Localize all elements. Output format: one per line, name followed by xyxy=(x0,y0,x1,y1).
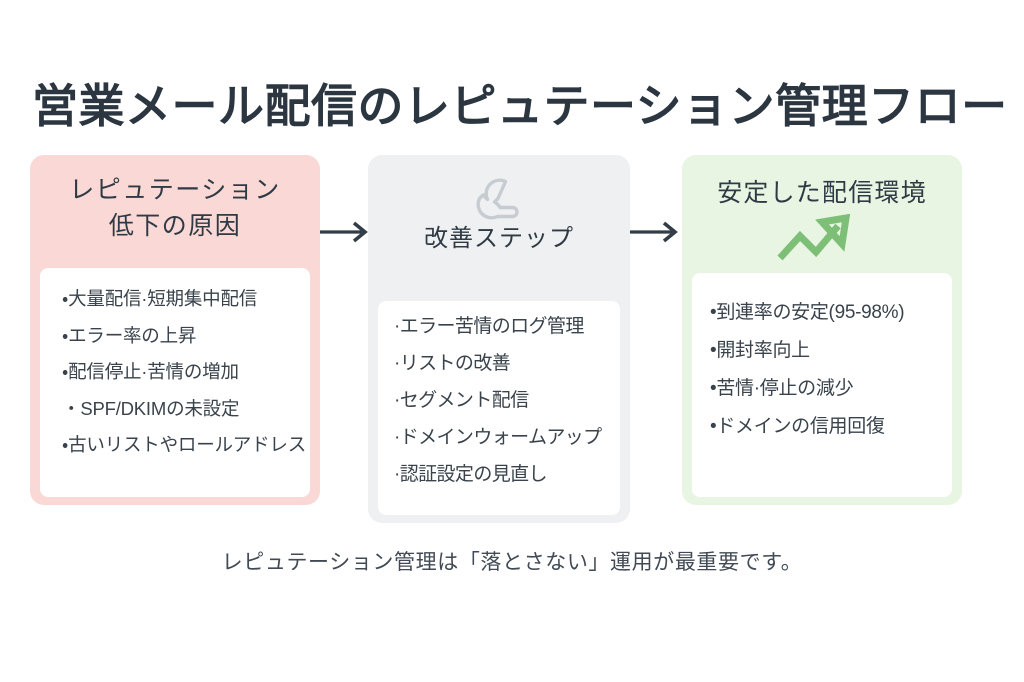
card-results-list: 到連率の安定(95-98%) 開封率向上 苦情·停止の減少 ドメインの信用回復 xyxy=(710,303,952,436)
wrench-icon xyxy=(476,178,519,220)
list-item: セグメント配信 xyxy=(394,391,620,410)
card-steps: 改善ステップ エラー苦情のログ管理 リストの改善 セグメント配信 ドメインウォー… xyxy=(368,155,630,523)
list-item: 配信停止·苦情の増加 xyxy=(62,362,310,382)
flow-diagram: レピュテーション 低下の原因 大量配信·短期集中配信 エラー率の上昇 配信停止·… xyxy=(0,150,1024,530)
card-steps-heading: 改善ステップ xyxy=(368,217,630,254)
list-item: ドメインウォームアップ xyxy=(394,428,620,447)
page-title: 営業メール配信のレピュテーション管理フロー xyxy=(32,79,1008,132)
card-causes: レピュテーション 低下の原因 大量配信·短期集中配信 エラー率の上昇 配信停止·… xyxy=(30,155,320,505)
card-steps-list: エラー苦情のログ管理 リストの改善 セグメント配信 ドメインウォームアップ 認証… xyxy=(394,317,620,484)
list-item: エラー苦情のログ管理 xyxy=(394,317,620,336)
card-causes-panel: 大量配信·短期集中配信 エラー率の上昇 配信停止·苦情の増加 SPF/DKIMの… xyxy=(40,268,310,497)
trending-up-icon xyxy=(777,213,851,260)
list-item: リストの改善 xyxy=(394,354,620,373)
card-causes-heading-line2: 低下の原因 xyxy=(108,211,242,240)
card-steps-heading-line1: 改善ステップ xyxy=(424,225,574,252)
card-results-heading-line1: 安定した配信環境 xyxy=(717,179,927,207)
list-item: 認証設定の見直し xyxy=(394,465,620,484)
list-item: エラー率の上昇 xyxy=(62,326,310,346)
card-causes-list: 大量配信·短期集中配信 エラー率の上昇 配信停止·苦情の増加 SPF/DKIMの… xyxy=(62,289,310,455)
list-item: ドメインの信用回復 xyxy=(710,417,952,436)
card-results-icon-wrap xyxy=(682,210,962,266)
card-steps-icon-wrap xyxy=(368,155,630,220)
card-causes-heading-line1: レピュテーション xyxy=(69,176,281,204)
arrow-right-icon xyxy=(318,218,374,246)
list-item: 到連率の安定(95-98%) xyxy=(710,303,952,322)
list-item: 古いリストやロールアドレス xyxy=(62,435,310,455)
footer-caption: レピュテーション管理は「落とさない」運用が最重要です。 xyxy=(221,551,803,574)
card-causes-heading: レピュテーション 低下の原因 xyxy=(30,155,320,244)
card-results-panel: 到連率の安定(95-98%) 開封率向上 苦情·停止の減少 ドメインの信用回復 xyxy=(692,273,952,497)
card-results: 安定した配信環境 到連率の安定(95-98%) 開封率向上 苦情·停止の減少 ド… xyxy=(682,155,962,505)
list-item: 苦情·停止の減少 xyxy=(710,379,952,398)
card-steps-panel: エラー苦情のログ管理 リストの改善 セグメント配信 ドメインウォームアップ 認証… xyxy=(378,301,620,515)
list-item: 開封率向上 xyxy=(710,341,952,360)
list-item: SPF/DKIMの未設定 xyxy=(62,399,310,419)
arrow-right-icon xyxy=(628,218,684,246)
card-results-heading: 安定した配信環境 xyxy=(682,155,962,210)
list-item: 大量配信·短期集中配信 xyxy=(62,289,310,309)
